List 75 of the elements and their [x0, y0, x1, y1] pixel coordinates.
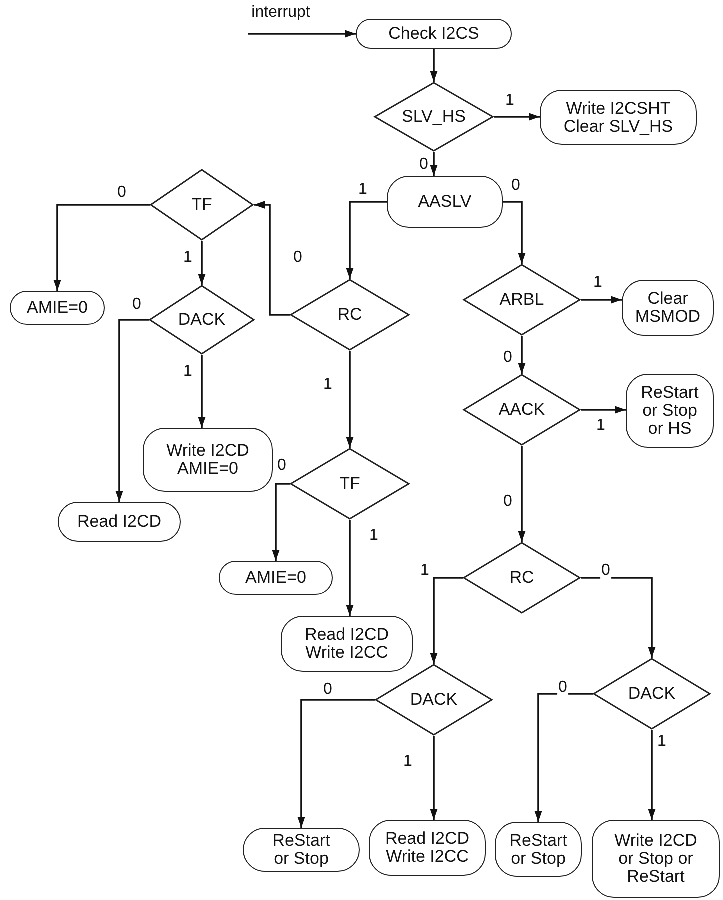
arrow: [254, 201, 290, 316]
decision-diamond: [463, 264, 581, 336]
node-text: Write I2CD AMIE=0: [166, 442, 250, 478]
node-text: RC: [510, 569, 534, 587]
terminal-box: [58, 502, 181, 542]
arrow: [272, 483, 290, 561]
decision-diamond: [149, 285, 255, 355]
node-text: DACK: [628, 685, 676, 703]
arrow: [54, 204, 150, 291]
node-text: ReStart or Stop: [272, 832, 332, 868]
arrow: [430, 577, 463, 664]
edge-label: 0: [558, 679, 568, 697]
edge-label: interrupt: [250, 4, 312, 22]
arrow: [430, 49, 438, 82]
node-text: SLV_HS: [402, 108, 466, 126]
node-text: Check I2CS: [388, 25, 480, 43]
arrow: [430, 152, 438, 176]
decision-diamond: [463, 542, 581, 614]
node-text: AACK: [498, 401, 546, 419]
arrow: [503, 201, 526, 264]
terminal-box: [622, 280, 714, 336]
node-text: Read I2CD Write I2CC: [304, 626, 390, 662]
node-text: Write I2CSHT Clear SLV_HS: [562, 100, 674, 136]
node-text: Read I2CD Write I2CC: [384, 830, 471, 866]
arrow: [346, 351, 354, 448]
decision-diamond: [463, 374, 581, 446]
node-text: AMIE=0: [27, 299, 88, 317]
arrow: [116, 319, 149, 502]
arrow: [198, 355, 206, 428]
terminal-box: [281, 616, 413, 672]
terminal-box: [592, 820, 720, 898]
terminal-box: [219, 561, 333, 595]
node-text: TF: [340, 475, 360, 493]
node-text: Clear MSMOD: [634, 290, 702, 326]
terminal-box: [143, 428, 273, 492]
edge-label: 0: [600, 562, 612, 580]
node-text: ARBL: [500, 291, 544, 309]
arrow: [518, 446, 526, 542]
decision-diamond: [150, 169, 254, 241]
terminal-box: [626, 374, 714, 448]
arrow: [518, 336, 526, 374]
arrow: [430, 736, 438, 820]
arrow: [581, 406, 626, 414]
decision-diamond: [593, 658, 711, 730]
terminal-box: [495, 822, 582, 877]
arrow: [248, 30, 356, 38]
arrow: [648, 730, 656, 820]
decision-diamond: [374, 82, 494, 152]
decision-diamond: [290, 448, 410, 520]
arrow: [494, 113, 540, 121]
node-text: AASLV: [418, 193, 472, 211]
node-text: TF: [192, 196, 212, 214]
node-text: RC: [338, 306, 362, 324]
node-text: DACK: [178, 311, 226, 329]
arrow: [581, 296, 622, 304]
node-text: DACK: [410, 691, 458, 709]
arrow: [198, 241, 206, 285]
terminal-box: [356, 19, 512, 49]
terminal-box: [540, 90, 697, 145]
node-text: AMIE=0: [246, 569, 306, 587]
arrow: [581, 577, 656, 658]
decision-diamond: [290, 279, 410, 351]
node-text: Write I2CD or Stop or ReStart: [614, 832, 698, 886]
node-text: Read I2CD: [77, 513, 162, 531]
terminal-box: [387, 176, 503, 228]
arrow: [298, 699, 375, 828]
node-text: ReStart or Stop or HS: [640, 384, 700, 438]
decision-diamond: [375, 664, 493, 736]
terminal-box: [10, 291, 105, 325]
arrow: [346, 201, 387, 279]
terminal-box: [369, 820, 486, 876]
node-text: ReStart or Stop: [508, 832, 568, 868]
arrow: [346, 520, 354, 616]
arrow: [534, 693, 593, 822]
terminal-box: [243, 828, 360, 872]
